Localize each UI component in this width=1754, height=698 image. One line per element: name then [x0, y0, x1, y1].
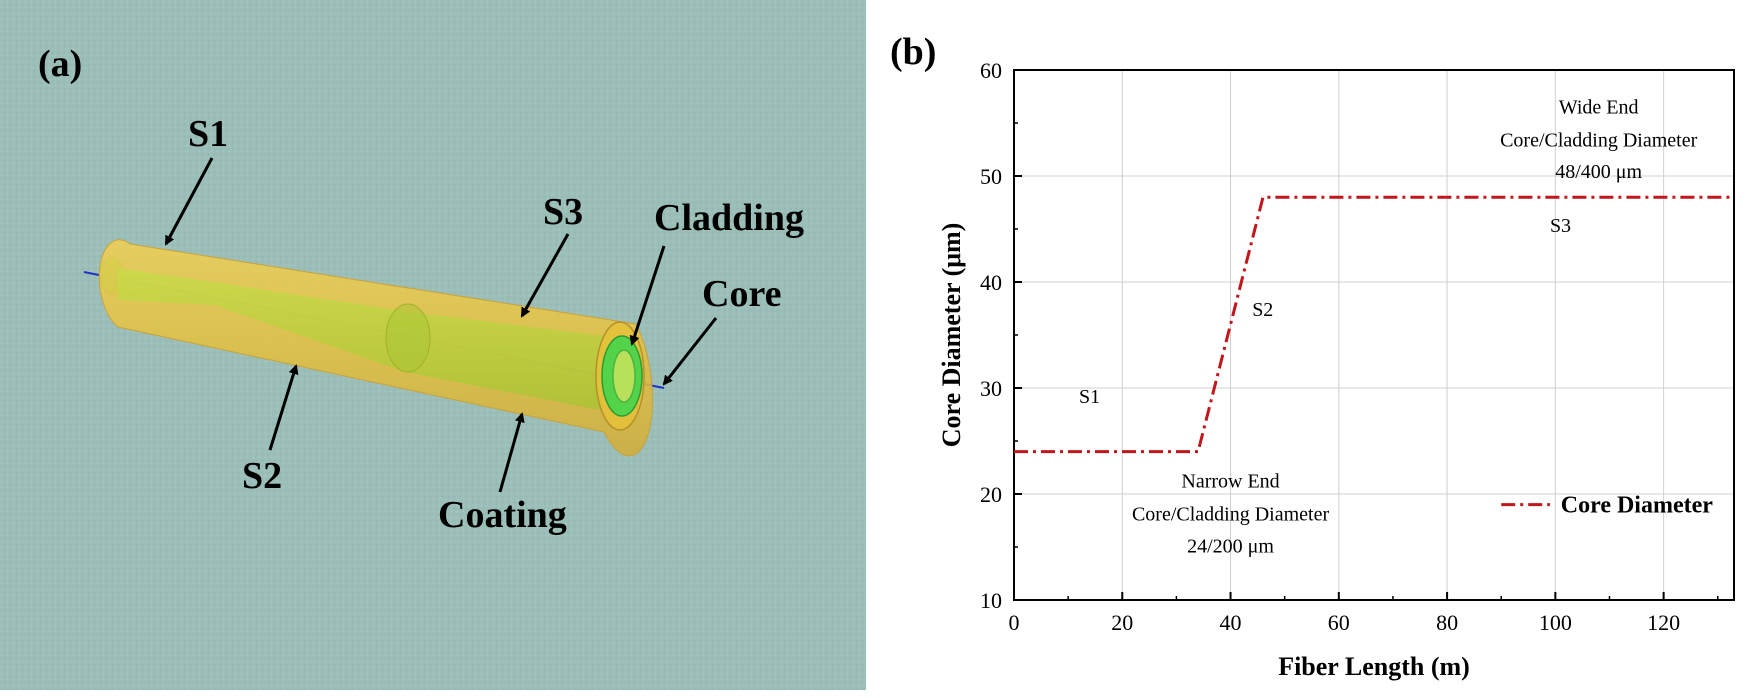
x-tick-label: 20: [1111, 610, 1133, 635]
arrow-core: [662, 317, 718, 386]
panel-label-b: (b): [890, 31, 936, 73]
axis-ticks: 0 20 40 60 80 100 120 10 20 30 40 50 60: [980, 58, 1719, 635]
fiber-illustration-panel: (a) S1 S3 Cladding Core S2 Coating: [0, 0, 866, 690]
x-tick-label: 100: [1539, 610, 1572, 635]
annotation-narrow-end-label: Core/Cladding Diameter: [1132, 504, 1330, 526]
cladding-taper: [118, 268, 620, 410]
chart-annotations: S1 S2 S3 Narrow End Core/Cladding Diamet…: [1079, 96, 1698, 557]
chart-legend: Core Diameter: [1501, 493, 1713, 519]
legend-label-core-diameter: Core Diameter: [1561, 493, 1713, 519]
x-tick-label: 0: [1009, 610, 1020, 635]
label-s1: S1: [188, 113, 228, 155]
y-tick-label: 50: [980, 164, 1002, 189]
arrow-s2: [268, 364, 299, 451]
annotation-narrow-end-title: Narrow End: [1181, 471, 1279, 493]
arrow-cladding: [629, 245, 666, 346]
arrow-s1: [164, 157, 214, 246]
y-tick-label: 30: [980, 376, 1002, 401]
arrow-coating: [498, 412, 525, 493]
cladding-section-ring: [385, 303, 431, 373]
annotation-narrow-end-value: 24/200 μm: [1187, 535, 1274, 557]
annotation-s1: S1: [1079, 386, 1100, 408]
core-end-face: [612, 349, 636, 403]
core-diameter-chart: (b) 0 20 40 60 80 100 120 10 20 30 40 50 60 Fiber Le…: [890, 31, 1735, 681]
y-axis-title: Core Diameter (μm): [937, 223, 966, 448]
annotation-wide-end-title: Wide End: [1559, 96, 1639, 118]
chart-series: [1014, 195, 1734, 454]
y-tick-label: 10: [980, 588, 1002, 613]
label-s2: S2: [242, 455, 282, 497]
x-tick-label: 120: [1647, 610, 1680, 635]
panel-label-a: (a): [38, 43, 82, 85]
label-s3: S3: [543, 191, 583, 233]
x-tick-label: 40: [1220, 610, 1242, 635]
annotation-s2: S2: [1252, 299, 1273, 321]
x-tick-label: 60: [1328, 610, 1350, 635]
x-tick-label: 80: [1436, 610, 1458, 635]
annotation-s3: S3: [1550, 215, 1571, 237]
label-coating: Coating: [438, 494, 567, 536]
annotation-wide-end-label: Core/Cladding Diameter: [1500, 129, 1698, 151]
y-tick-label: 60: [980, 58, 1002, 83]
label-core: Core: [702, 273, 782, 315]
arrow-s3: [520, 233, 570, 318]
fiber-illustration: (a) S1 S3 Cladding Core S2 Coating: [0, 0, 866, 690]
y-tick-label: 20: [980, 482, 1002, 507]
x-axis-title: Fiber Length (m): [1278, 652, 1470, 681]
y-tick-label: 40: [980, 270, 1002, 295]
label-cladding: Cladding: [654, 197, 804, 239]
series-line-core-diameter: [1014, 195, 1734, 454]
annotation-wide-end-value: 48/400 μm: [1555, 161, 1642, 183]
core-diameter-chart-panel: (b) 0 20 40 60 80 100 120 10 20 30 40 50 60 Fiber Le…: [880, 0, 1754, 693]
